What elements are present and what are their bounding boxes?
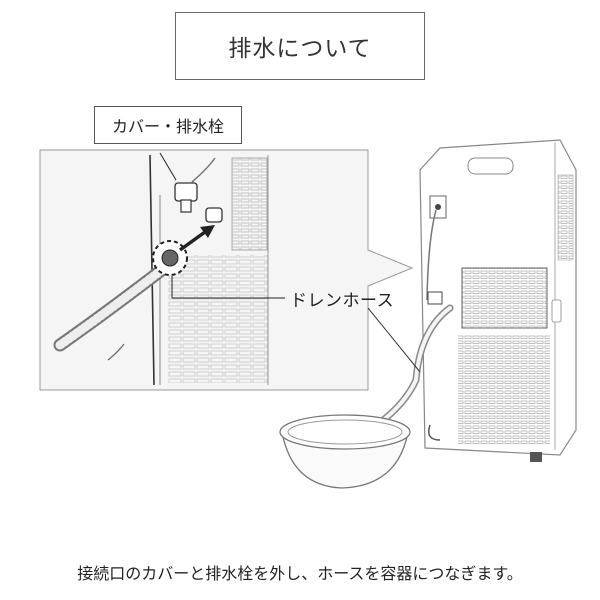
cover-plug-label: カバー・排水栓 (94, 106, 242, 144)
page-title-text: 排水について (228, 36, 372, 62)
connection-highlight (152, 240, 188, 276)
water-basin (279, 414, 411, 489)
removal-arrow (178, 225, 215, 252)
drain-hose-label-text: ドレンホース (290, 291, 395, 311)
portable-air-conditioner (419, 139, 577, 462)
cover-plug-parts (159, 152, 223, 223)
detail-drain-hose (53, 255, 179, 361)
drain-hose-label: ドレンホース (290, 286, 394, 311)
instruction-caption: 接続口のカバーと排水栓を外し、ホースを容器につなぎます。 (0, 560, 600, 584)
instruction-caption-text: 接続口のカバーと排水栓を外し、ホースを容器につなぎます。 (77, 564, 523, 583)
detail-unit-back (149, 154, 269, 386)
cover-plug-label-text: カバー・排水栓 (111, 117, 224, 136)
page-title: 排水について (175, 12, 425, 80)
